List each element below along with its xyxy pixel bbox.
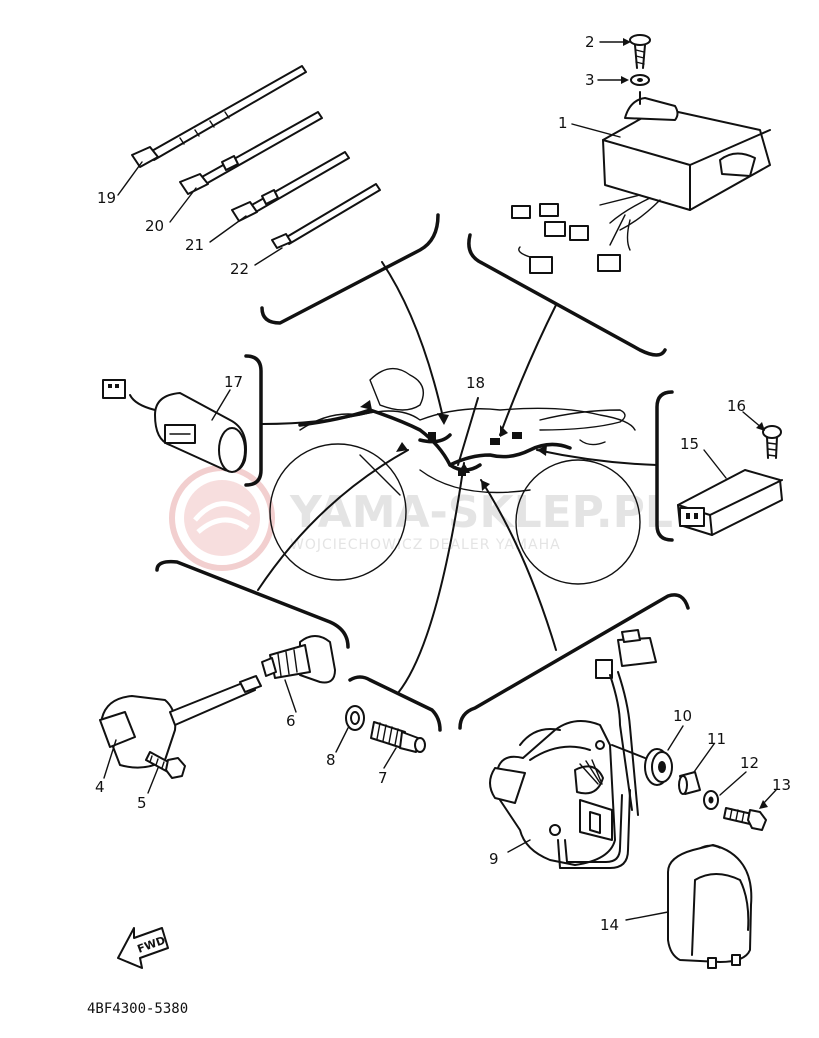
screw-part-2 xyxy=(629,34,651,69)
washer-part-3 xyxy=(630,74,650,105)
part-number-18: 18 xyxy=(466,374,485,392)
bolt-part-5 xyxy=(145,751,186,779)
diagram-code: 4BF4300-5380 xyxy=(87,1001,188,1017)
cable-tie-part-22 xyxy=(271,183,381,249)
collar-part-11 xyxy=(678,771,701,795)
cable-tie-part-20 xyxy=(179,111,323,195)
cover-part-14 xyxy=(667,844,753,969)
neutral-switch-part-7 xyxy=(370,721,426,753)
wire-harness-part-18 xyxy=(298,397,572,476)
part-number-5: 5 xyxy=(137,794,147,812)
part-number-22: 22 xyxy=(230,260,249,278)
part-number-9: 9 xyxy=(489,850,499,868)
part-number-15: 15 xyxy=(680,435,699,453)
part-number-7: 7 xyxy=(378,769,388,787)
pointer-lines xyxy=(257,261,658,694)
relay-part-15 xyxy=(677,469,783,536)
washer-part-12 xyxy=(703,790,719,810)
connector-part-14-lead xyxy=(595,629,657,816)
part-number-10: 10 xyxy=(673,707,692,725)
part-number-1: 1 xyxy=(558,114,568,132)
cdi-unit-part-1 xyxy=(511,97,771,274)
cable-tie-part-19 xyxy=(131,65,307,168)
part-number-12: 12 xyxy=(740,754,759,772)
part-number-20: 20 xyxy=(145,217,164,235)
part-number-2: 2 xyxy=(585,33,595,51)
motorcycle-outline xyxy=(269,367,641,585)
part-number-17: 17 xyxy=(224,373,243,391)
washer-part-8 xyxy=(345,705,365,731)
watermark-title: YAMA-SKLEP.PL xyxy=(289,487,673,538)
forward-arrow-icon: FWD xyxy=(117,927,169,969)
part-number-16: 16 xyxy=(727,397,746,415)
part-number-8: 8 xyxy=(326,751,336,769)
pulley-part-10 xyxy=(611,744,673,786)
spark-plug-cap-part-6 xyxy=(261,635,336,684)
part-number-13: 13 xyxy=(772,776,791,794)
part-number-3: 3 xyxy=(585,71,595,89)
part-number-labels: 2 3 1 19 20 21 22 17 18 16 15 6 10 11 12… xyxy=(87,33,791,1017)
watermark: YAMA-SKLEP.PL WOJCIECHOWICZ DEALER YAMAH… xyxy=(169,465,673,571)
part-number-4: 4 xyxy=(95,778,105,796)
condenser-part-17 xyxy=(102,379,247,473)
cable-tie-part-21 xyxy=(231,151,350,222)
actuator-part-9 xyxy=(489,720,631,869)
leader-lines xyxy=(103,38,777,921)
group-brackets xyxy=(155,213,690,732)
screw-part-16 xyxy=(762,425,782,459)
ignition-coil-part-4 xyxy=(99,675,262,769)
part-number-11: 11 xyxy=(707,730,726,748)
part-number-21: 21 xyxy=(185,236,204,254)
bolt-part-13 xyxy=(723,807,767,831)
part-number-19: 19 xyxy=(97,189,116,207)
watermark-subtitle: WOJCIECHOWICZ DEALER YAMAHA xyxy=(290,537,561,553)
part-number-6: 6 xyxy=(286,712,296,730)
part-number-14: 14 xyxy=(600,916,619,934)
